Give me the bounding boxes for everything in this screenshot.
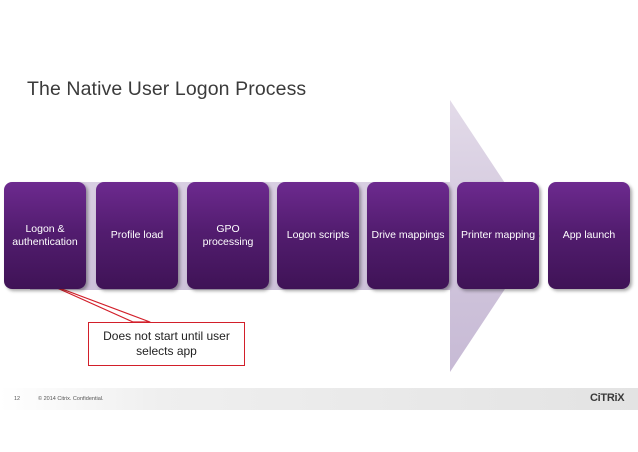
- slide-title: The Native User Logon Process: [27, 78, 307, 100]
- footer-copyright: © 2014 Citrix. Confidential.: [38, 396, 104, 402]
- callout-box: Does not start until user selects app: [88, 322, 245, 366]
- footer-bar: [0, 388, 638, 410]
- step-drive-mappings: Drive mappings: [367, 182, 449, 289]
- step-label: Printer mapping: [460, 229, 536, 242]
- step-logon-scripts: Logon scripts: [277, 182, 359, 289]
- citrix-logo: CiTRiX: [590, 392, 625, 404]
- step-label: App launch: [562, 229, 616, 242]
- step-label: Profile load: [110, 229, 164, 242]
- step-label: Logon & authentication: [12, 223, 78, 248]
- page-number: 12: [14, 396, 21, 402]
- step-label: GPO processing: [202, 223, 254, 248]
- step-label: Drive mappings: [371, 229, 445, 242]
- step-app-launch: App launch: [548, 182, 630, 289]
- step-gpo-processing: GPO processing: [187, 182, 269, 289]
- step-logon-authentication: Logon & authentication: [4, 182, 86, 289]
- step-label: Logon scripts: [286, 229, 350, 242]
- step-printer-mapping: Printer mapping: [457, 182, 539, 289]
- callout-text: Does not start until user selects app: [103, 329, 230, 358]
- step-profile-load: Profile load: [96, 182, 178, 289]
